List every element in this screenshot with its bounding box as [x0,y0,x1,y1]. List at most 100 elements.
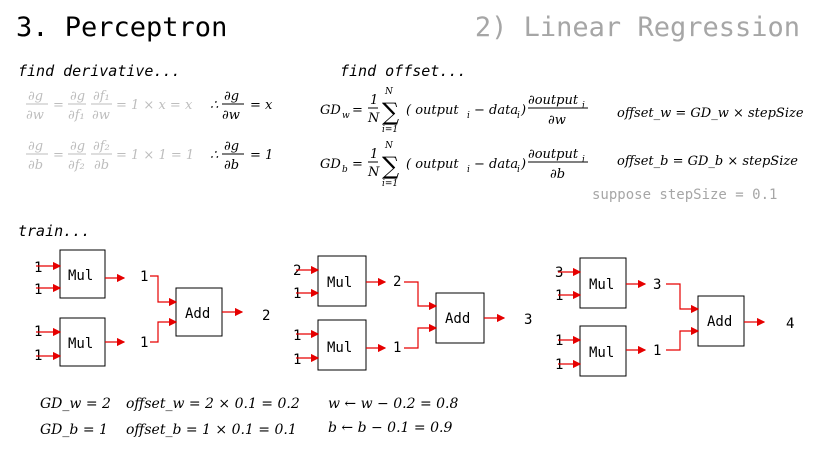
page-title: 3. Perceptron [16,12,228,43]
section-train: train... [18,222,91,240]
svg-text:i=1: i=1 [382,179,398,189]
svg-text:GD: GD [320,157,341,172]
page-subtitle: 2) Linear Regression [474,12,800,43]
svg-text:N: N [367,111,380,126]
svg-text:∂b: ∂b [224,158,239,173]
input-value: 1 [293,328,301,344]
derivative-b-result: ∴ ∂g ∂b = 1 [210,139,273,173]
svg-text:1: 1 [370,93,378,108]
svg-text:− data: − data [474,103,518,118]
svg-text:): ) [520,157,526,172]
input-value: 1 [34,282,42,298]
mul-node-2b [317,319,367,371]
add-label: Add [445,311,470,327]
svg-text:i: i [467,165,470,175]
mul-output-value: 1 [393,340,401,356]
mul-label: Mul [327,340,352,356]
svg-text:1: 1 [370,147,378,162]
svg-text:∂b: ∂b [94,158,109,173]
input-value: 1 [555,333,563,349]
input-value: 1 [293,286,301,302]
svg-text:=: = [352,103,363,118]
add-node-2 [435,292,485,344]
derivative-w-row: ∂g ∂w = ∂g ∂f₁ ∂f₁ ∂w = 1 × x = x [26,89,193,123]
svg-text:∂g: ∂g [28,89,43,104]
input-value: 1 [293,352,301,368]
svg-text:GD: GD [320,103,341,118]
svg-text:=: = [352,157,363,172]
svg-text:= x: = x [250,98,273,113]
add-label: Add [185,306,210,322]
svg-text:∂w: ∂w [222,108,240,123]
svg-text:∂f₁: ∂f₁ [68,108,85,123]
svg-text:∂b: ∂b [550,167,565,182]
svg-text:i=1: i=1 [382,125,398,135]
section-find-offset: find offset... [340,62,467,80]
step-size-note: suppose stepSize = 0.1 [592,187,778,203]
svg-text:∂output: ∂output [528,93,579,108]
svg-text:N: N [384,87,394,97]
gd-b-result: GD_b = 1 [40,422,108,438]
svg-text:∑: ∑ [382,98,399,126]
svg-text:i: i [467,111,470,121]
mul-label: Mul [68,336,93,352]
section-find-derivative: find derivative... [18,62,181,80]
add-node-1 [175,287,223,337]
add-label: Add [707,314,732,330]
mul-output-value: 1 [140,269,148,285]
mul-output-value: 2 [393,274,401,290]
svg-text:∂b: ∂b [28,158,43,173]
add-output-value: 2 [262,308,270,324]
svg-text:( output: ( output [406,157,459,172]
offset-w-formula: offset_w = GD_w × stepSize [617,106,804,121]
derivative-w-tail: = 1 × x = x [116,98,193,113]
svg-text:∂w: ∂w [26,108,44,123]
svg-text:∂f₁: ∂f₁ [93,89,110,104]
input-value: 1 [555,357,563,373]
svg-text:∴: ∴ [210,148,219,163]
derivative-w-result: ∴ ∂g∂w = x [210,89,273,123]
diagram-1: Mul Mul Add 1 1 1 1 1 1 2 [34,249,270,367]
mul-label: Mul [327,275,352,291]
train-diagrams: Mul Mul Add 1 1 1 1 1 1 2 Mul Mul Add 2 … [34,249,794,377]
input-value: 1 [34,260,42,276]
svg-text:∂g: ∂g [70,89,85,104]
svg-text:N: N [367,165,380,180]
offset-w-result: offset_w = 2 × 0.1 = 0.2 [126,396,300,412]
diagram-2: Mul Mul Add 2 1 1 1 2 1 3 [293,255,532,371]
add-output-value: 3 [524,312,532,328]
svg-text:∴: ∴ [210,98,219,113]
mul-output-value: 1 [653,343,661,359]
svg-text:∑: ∑ [382,152,399,180]
svg-text:∂g: ∂g [28,139,43,154]
mul-label: Mul [589,277,614,293]
svg-text:=: = [53,148,64,163]
svg-text:): ) [520,103,526,118]
svg-text:b: b [342,165,348,175]
svg-text:∂g: ∂g [70,139,85,154]
svg-text:∂f₂: ∂f₂ [93,139,110,154]
derivative-b-tail: = 1 × 1 = 1 [116,148,194,163]
mul-output-value: 1 [140,335,148,351]
svg-text:i: i [517,165,520,175]
offset-b-formula: offset_b = GD_b × stepSize [617,154,798,169]
add-output-value: 4 [786,316,794,332]
input-value: 3 [555,265,563,281]
svg-text:∂g: ∂g [224,139,239,154]
w-update: w ← w − 0.2 = 0.8 [328,396,459,412]
svg-text:∂output: ∂output [528,147,579,162]
offset-b-result: offset_b = 1 × 0.1 = 0.1 [126,422,297,438]
svg-text:= 1: = 1 [250,148,273,163]
b-update: b ← b − 0.1 = 0.9 [328,420,453,436]
svg-text:− data: − data [474,157,518,172]
input-value: 1 [555,288,563,304]
svg-text:∂f₂: ∂f₂ [68,158,85,173]
derivative-formulas: ∂g∂w = ∂g∂f₁ ∂f₁∂w = 1 × x = x ∴ ∂g∂w = … [26,89,273,173]
mul-label: Mul [68,268,93,284]
svg-text:=: = [53,98,64,113]
svg-text:∂w: ∂w [92,108,110,123]
diagram-3: Mul Mul Add 3 1 1 1 3 1 4 [555,257,794,377]
